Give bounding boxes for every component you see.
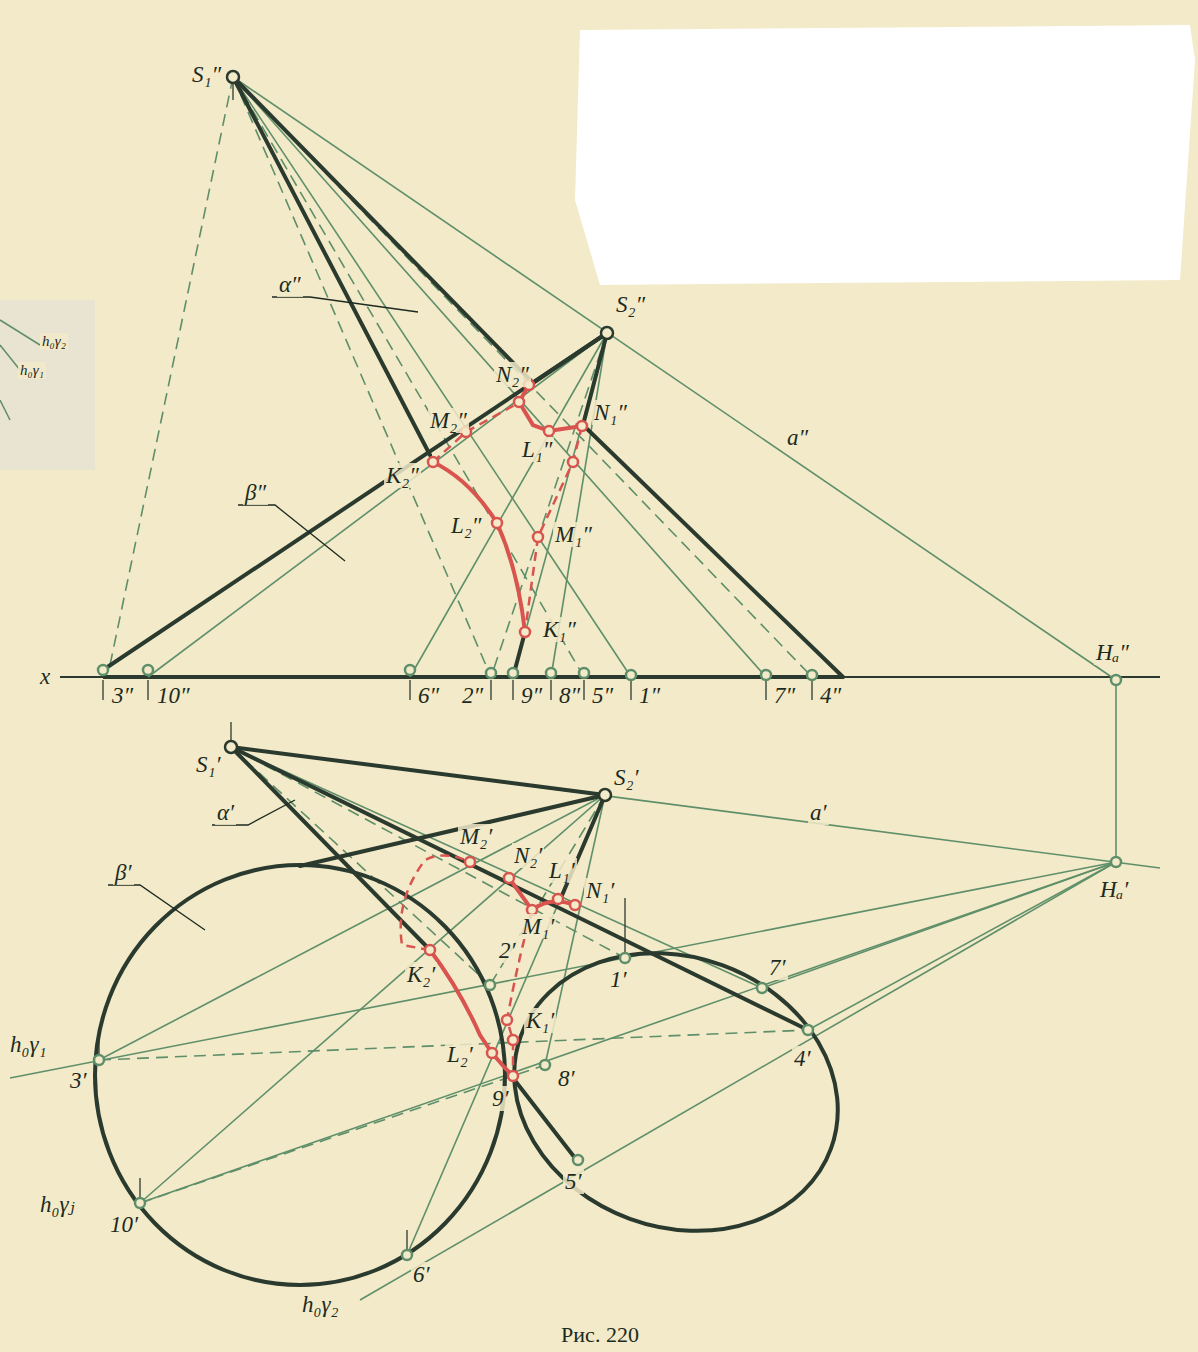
point-label: 5″ [590,683,615,708]
point-label: S₂′ [612,765,641,790]
surface-label: β′ [113,860,134,885]
surface-label: α′ [215,800,236,825]
point-label: K₂″ [384,463,421,488]
point-label: 8′ [556,1066,577,1091]
surface-label: β″ [243,480,268,505]
point-label: K₁′ [524,1008,556,1033]
point-label: M₁″ [553,522,594,547]
point-label: S₂″ [614,292,647,317]
point-label: S₁″ [190,62,223,87]
trace-label: h₀γ₂ [40,333,68,350]
point-label: 4″ [818,683,843,708]
point-label: M₂″ [428,408,469,433]
figure-caption: Рис. 220 [561,1322,639,1348]
point-label: 10″ [155,683,192,708]
point-label: Hₐ′ [1098,877,1130,902]
trace-label: h₀γ₁ [8,1032,49,1057]
point-label: 6′ [411,1262,432,1287]
point-label: 2′ [497,938,518,963]
line-label: a″ [785,425,810,450]
point-label: Hₐ″ [1094,640,1131,665]
point-label: 7″ [772,683,797,708]
point-label: 4′ [792,1046,813,1071]
point-label: N₁″ [592,400,629,425]
point-label: 8″ [557,683,582,708]
point-label: 7′ [767,955,788,980]
point-label: L₂′ [445,1042,475,1067]
point-label: 5′ [563,1169,584,1194]
point-label: 1″ [637,683,662,708]
point-label: S₁′ [194,752,223,777]
point-label: N₂″ [494,362,531,387]
point-label: N₁′ [584,878,616,903]
point-label: 9″ [519,683,544,708]
point-label: M₁′ [520,914,556,939]
trace-label: h₀γ₁ [18,362,46,379]
point-label: N₂′ [512,843,544,868]
point-label: M₂′ [458,824,494,849]
point-label: K₂′ [405,962,437,987]
point-label: K₁″ [541,617,578,642]
point-label: L₂″ [449,513,483,538]
point-label: 10′ [108,1212,140,1237]
point-label: 6″ [416,683,441,708]
point-label: L₁″ [520,437,554,462]
trace-label: h₀γⱼ [38,1192,77,1217]
point-label: 9′ [490,1086,511,1111]
point-label: L₁′ [547,858,577,883]
axis-label: x [38,664,52,689]
trace-label: h₀γ₂ [300,1292,341,1317]
point-label: 3′ [68,1068,89,1093]
point-label: 1′ [608,967,629,992]
point-label: 3″ [110,683,135,708]
line-label: a′ [808,800,829,825]
point-label: 2″ [460,683,485,708]
surface-label: α″ [277,272,303,297]
